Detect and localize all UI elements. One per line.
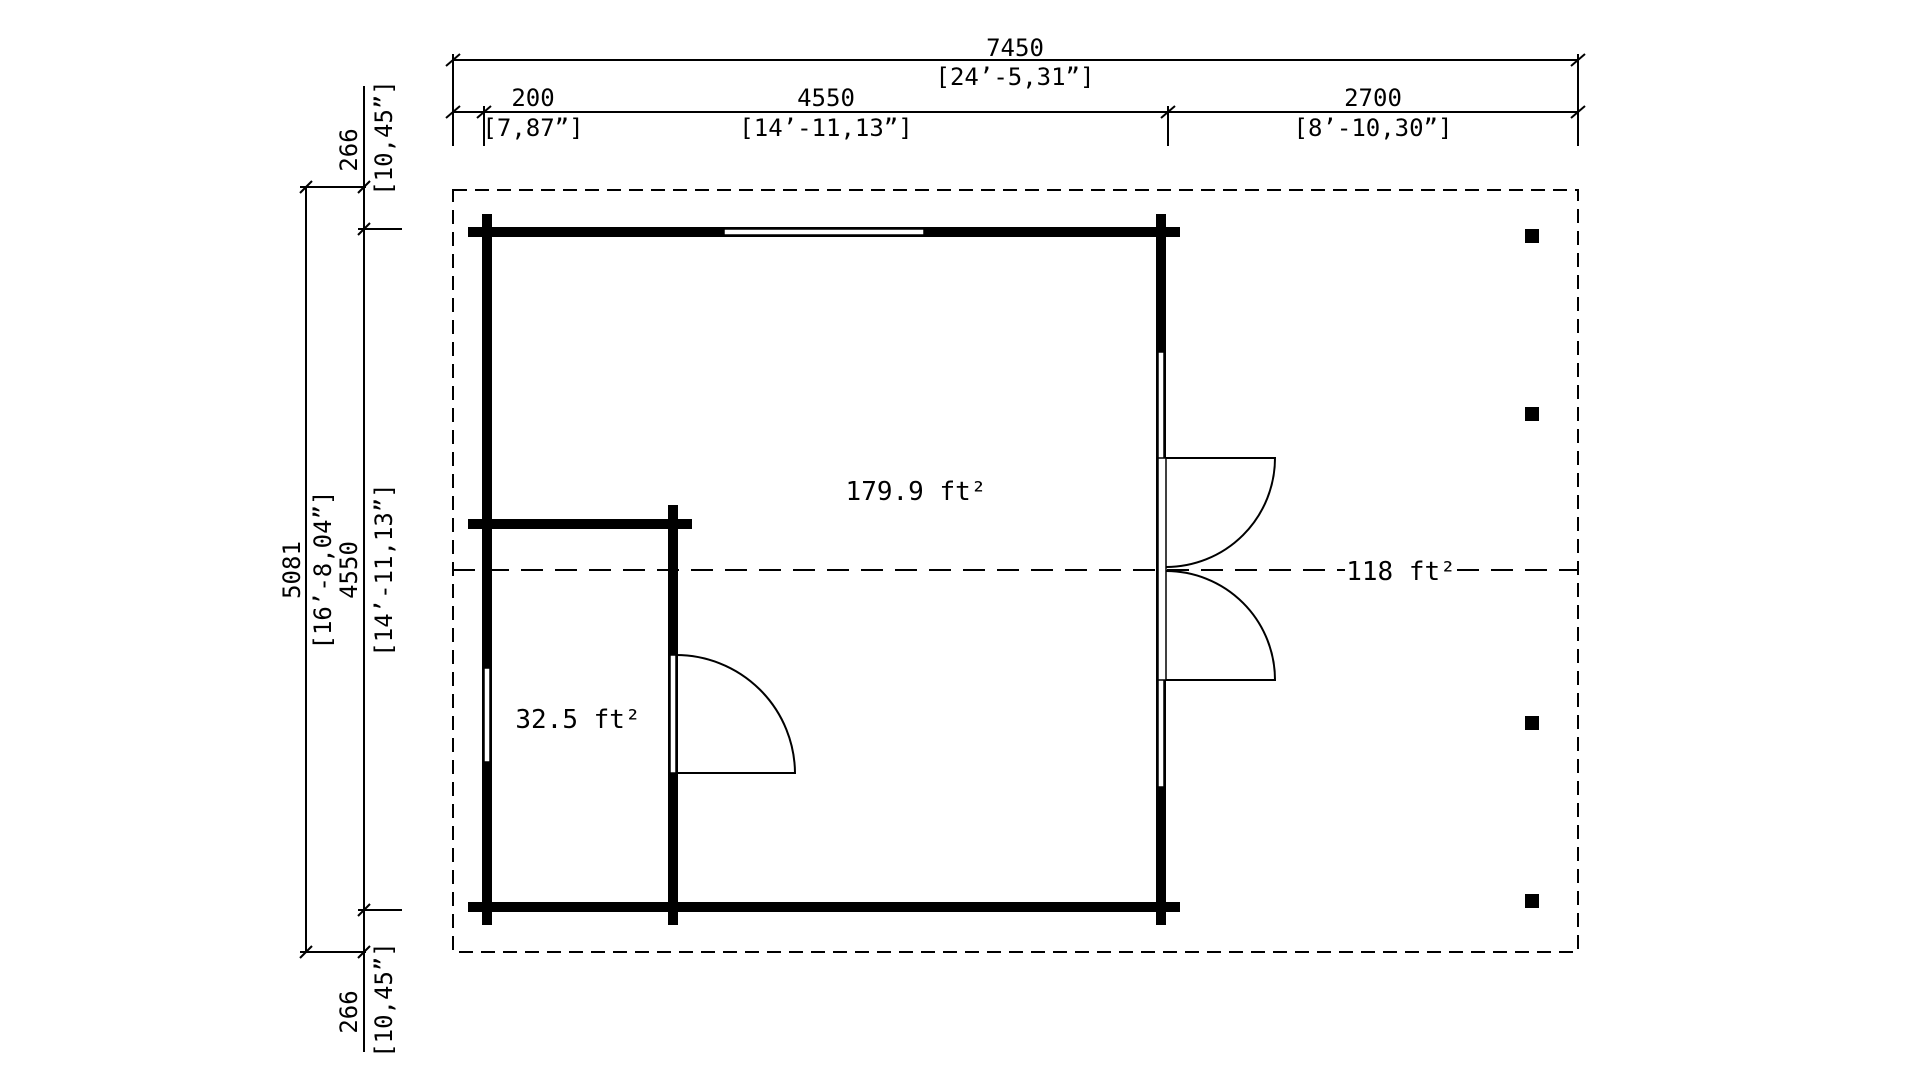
segment-1-mm: 200 (511, 84, 554, 112)
segment-1-imperial: [7,87”] (482, 114, 583, 142)
segment-3-mm: 2700 (1344, 84, 1402, 112)
segment-2-imperial: [14’-11,13”] (739, 114, 912, 142)
post-1 (1525, 229, 1539, 243)
bottom-overhang-imperial: [10,45”] (370, 942, 398, 1058)
overall-width-imperial: [24’-5,31”] (936, 63, 1095, 91)
inner-depth-imperial: [14’-11,13”] (370, 483, 398, 656)
top-overhang-mm: 266 (335, 128, 363, 171)
canopy-area: 118 ft² (1346, 557, 1456, 587)
double-door (1157, 457, 1277, 681)
post-2 (1525, 407, 1539, 421)
windows (483, 228, 1165, 788)
bottom-overhang-mm: 266 (335, 990, 363, 1033)
window-top (723, 228, 925, 236)
left-dimensions: 266 [10,45”] 5081 [16’-8,04”] 4550 [14’-… (278, 80, 402, 1058)
overall-width-mm: 7450 (986, 34, 1044, 62)
segment-2-mm: 4550 (797, 84, 855, 112)
canopy-posts (1525, 229, 1539, 908)
inner-depth-mm: 4550 (335, 541, 363, 599)
overall-depth-imperial: [16’-8,04”] (309, 491, 337, 650)
post-3 (1525, 716, 1539, 730)
post-4 (1525, 894, 1539, 908)
main-room-area: 179.9 ft² (846, 477, 987, 507)
top-overhang-imperial: [10,45”] (370, 80, 398, 196)
segment-3-imperial: [8’-10,30”] (1294, 114, 1453, 142)
top-dimensions: 7450 [24’-5,31”] 200 [7,87”] 4550 [14’-1… (445, 34, 1586, 146)
interior-door (669, 654, 797, 774)
overall-depth-mm: 5081 (278, 541, 306, 599)
small-room-area: 32.5 ft² (515, 705, 640, 735)
window-left (483, 667, 491, 763)
